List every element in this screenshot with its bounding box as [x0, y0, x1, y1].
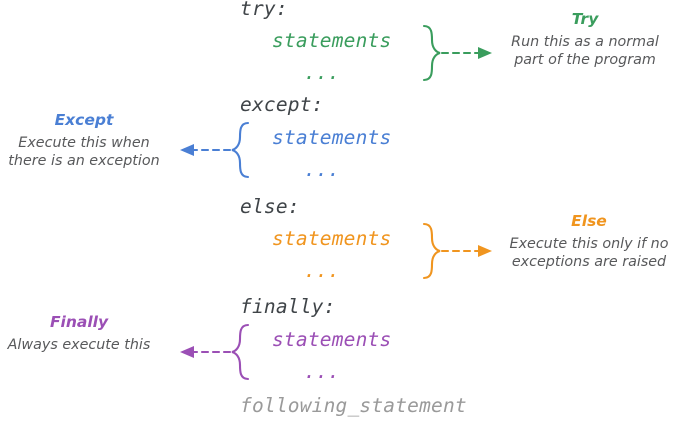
annotation-try: Try Run this as a normal part of the pro… [496, 10, 674, 69]
brace-left-curly-icon [231, 121, 250, 179]
connector-except [172, 121, 252, 181]
code-line-try-ellipsis: ... [304, 61, 340, 84]
arrow-left-icon [180, 144, 194, 156]
connector-try [420, 24, 500, 84]
code-line-try-statements: statements [272, 29, 392, 52]
arrow-left-icon [180, 346, 194, 358]
connector-else [420, 222, 500, 282]
arrow-right-icon [478, 47, 492, 59]
code-line-except-ellipsis: ... [304, 158, 340, 181]
code-line-try-keyword: try: [240, 0, 288, 20]
brace-right-curly-icon [422, 222, 441, 280]
brace-left-curly-icon [231, 323, 250, 381]
code-line-finally-ellipsis: ... [304, 360, 340, 383]
annotation-finally-description: Always execute this [7, 337, 151, 354]
connector-finally [172, 323, 252, 383]
code-line-else-keyword: else: [240, 195, 300, 218]
code-line-except-keyword: except: [240, 93, 324, 116]
annotation-except-description: Execute this when there is an exception [8, 135, 160, 170]
annotation-except-title: Except [54, 111, 114, 129]
code-line-following-statement: following_statement [240, 394, 467, 417]
annotation-else: Else Execute this only if no exceptions … [500, 212, 678, 271]
code-line-finally-statements: statements [272, 328, 392, 351]
annotation-try-description: Run this as a normal part of the program [511, 34, 659, 69]
annotation-finally: Finally Always execute this [0, 313, 168, 354]
code-line-else-ellipsis: ... [304, 259, 340, 282]
annotation-else-title: Else [571, 212, 607, 230]
code-line-else-statements: statements [272, 227, 392, 250]
annotation-try-title: Try [571, 10, 599, 28]
annotation-except: Except Execute this when there is an exc… [0, 111, 173, 170]
brace-right-curly-icon [422, 24, 441, 82]
annotation-finally-title: Finally [49, 313, 109, 331]
code-line-except-statements: statements [272, 126, 392, 149]
arrow-right-icon [478, 245, 492, 257]
annotation-else-description: Execute this only if no exceptions are r… [509, 236, 669, 271]
code-line-finally-keyword: finally: [240, 295, 336, 318]
